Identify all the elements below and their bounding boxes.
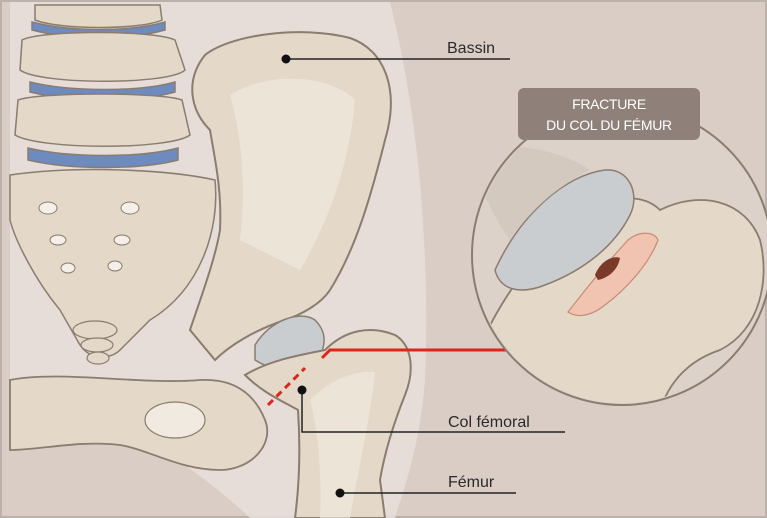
label-bassin: Bassin — [447, 40, 495, 57]
femur-dot — [336, 489, 345, 498]
obturator-foramen — [145, 402, 205, 438]
inset-title-line1: FRACTURE — [572, 96, 646, 112]
vertebra-2 — [15, 94, 190, 146]
bassin-dot — [282, 55, 291, 64]
col-femoral-dot — [298, 386, 307, 395]
vertebra-1 — [20, 33, 185, 82]
label-femur: Fémur — [448, 474, 495, 491]
label-col-femoral: Col fémoral — [448, 414, 530, 431]
inset-title-line2: DU COL DU FÉMUR — [546, 117, 672, 133]
